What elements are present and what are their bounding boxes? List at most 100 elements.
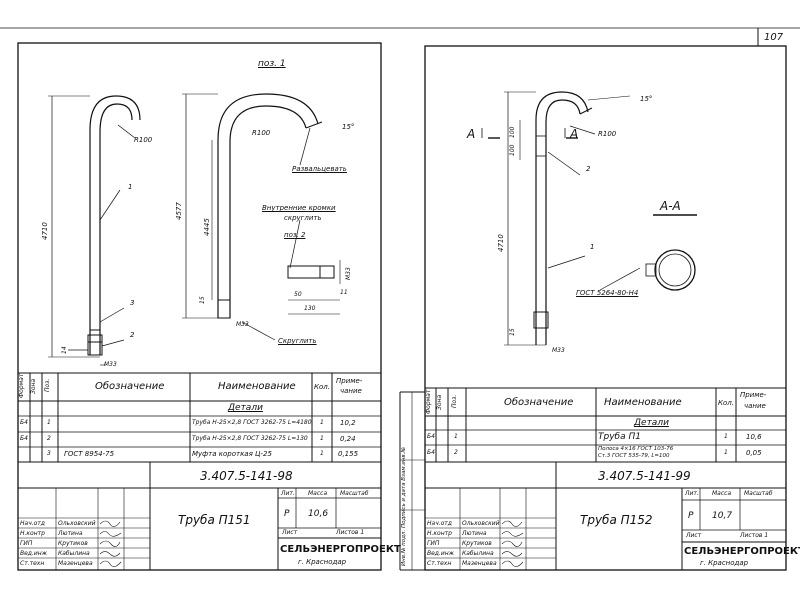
spec-header-note: чание [744,402,766,410]
signer-name: Лютина [462,530,487,537]
table-cell: 1 [320,435,324,442]
table-cell: 3 [47,450,51,457]
side-strip-text: Инв.№ подл. Подпись и дата Взам.инв.№ [401,446,407,566]
signer-name: Кабылина [58,550,90,557]
signer-name: Мазенцева [58,560,93,567]
radius-label: R100 [598,130,617,138]
pos2-label: поз. 2 [284,231,306,239]
signer-role: Нач.отд [427,520,452,527]
dim-label: 15 [509,328,516,336]
table-cell: Полоса 4×16 ГОСТ 103-76 [598,446,674,452]
sheet-label: Лист [686,532,702,539]
mass-value: 10,6 [308,509,329,519]
signer-role: Ст.техн [20,560,45,567]
spec-header-format: Формат [18,373,25,398]
dim-label: 130 [304,305,316,312]
dim-label: М33 [236,321,249,328]
table-cell: 0,24 [340,435,356,443]
callout-label: 2 [586,165,591,173]
spec-header-designation: Обозначение [95,381,165,392]
spec-header-designation: Обозначение [504,397,574,408]
spec-header-qty: Кол. [314,383,330,391]
scale-label: Масштаб [340,490,369,497]
signer-name: Крутиков [462,540,492,547]
signer-role: Н.контр [20,530,45,537]
inner-edges-note: Внутренние кромки [262,204,336,212]
table-cell: 1 [724,433,728,440]
table-cell: 0,155 [338,450,359,458]
sheets-label: Листов 1 [740,532,769,539]
dim-label: 100 [509,144,516,156]
dim-label: 4577 [175,202,183,220]
section-mark: А [467,127,476,141]
table-cell: 2 [47,435,51,442]
round-note: Скруглить [278,337,317,345]
dim-label: М33 [345,267,352,280]
table-cell: 2 [454,449,458,456]
inner-edges-note: скруглить [284,214,322,222]
table-cell: 1 [724,449,728,456]
table-cell: 10,6 [746,433,762,441]
organization-city: г. Краснодар [298,558,347,566]
dim-label: 15 [199,296,206,304]
drawing-title: Труба П152 [580,513,653,527]
scale-label: Масштаб [744,490,773,497]
mass-label: Масса [712,490,732,497]
table-cell: 1 [47,419,51,426]
mass-label: Масса [308,490,328,497]
spec-header-pos: Поз. [44,378,51,392]
table-cell: 1 [320,419,324,426]
signer-name: Лютина [58,530,83,537]
table-cell: Б4 [427,433,435,440]
organization-name: СЕЛЬЭНЕРГОПРОЕКТ [684,546,800,557]
table-cell: Ст.3 ГОСТ 535-79, L=100 [598,453,670,459]
spec-header-name: Наименование [218,381,296,392]
dim-label: М33 [552,347,565,354]
angle-label: 15° [342,123,355,131]
mass-value: 10,7 [712,511,733,521]
spec-header-pos: Поз. [451,394,458,408]
organization-name: СЕЛЬЭНЕРГОПРОЕКТ [280,544,401,555]
table-cell: Б4 [20,419,28,426]
table-cell: Труба П1 [598,432,641,442]
dim-label: 4710 [497,234,505,252]
signer-name: Крутиков [58,540,88,547]
callout-label: 1 [590,243,595,251]
spec-header-name: Наименование [604,397,682,408]
dim-label: 4445 [203,218,211,236]
spec-header-note: чание [340,387,362,395]
lit-label: Лит. [685,490,699,497]
spec-header-zone: Зона [436,394,443,410]
spec-header-note: Приме- [740,391,767,399]
dim-label: 11 [340,289,348,296]
spec-section-title: Детали [228,403,263,413]
lit-value: Р [284,509,290,519]
table-cell: Труба Н-25×2,8 ГОСТ 3262-75 L=130 [192,435,308,442]
callout-label: 3 [130,299,135,307]
page-number: 107 [764,32,784,43]
signer-role: Ст.техн [427,560,452,567]
callout-label: 1 [128,183,133,191]
angle-label: 15° [640,95,653,103]
spec-header-note: Приме- [336,377,363,385]
table-cell: 0,05 [746,449,762,457]
table-cell: 1 [454,433,458,440]
spec-section-title: Детали [634,418,669,428]
dim-label: 100 [509,126,516,138]
dim-label: 50 [294,291,302,298]
flare-note: Развальцевать [292,165,347,173]
document-code: 3.407.5-141-99 [598,469,691,483]
section-title: А-А [660,199,681,213]
table-cell: 1 [320,450,324,457]
signer-name: Мазенцева [462,560,497,567]
lit-value: Р [688,511,694,521]
signer-name: Ольховский [462,520,500,527]
signer-role: ГИП [427,540,440,547]
table-cell: Б4 [20,435,28,442]
sheet-label: Лист [282,529,298,536]
dim-label: М33 [104,361,117,368]
section-mark: А [570,127,579,141]
weld-note: ГОСТ 5264-80-Н4 [576,289,639,297]
